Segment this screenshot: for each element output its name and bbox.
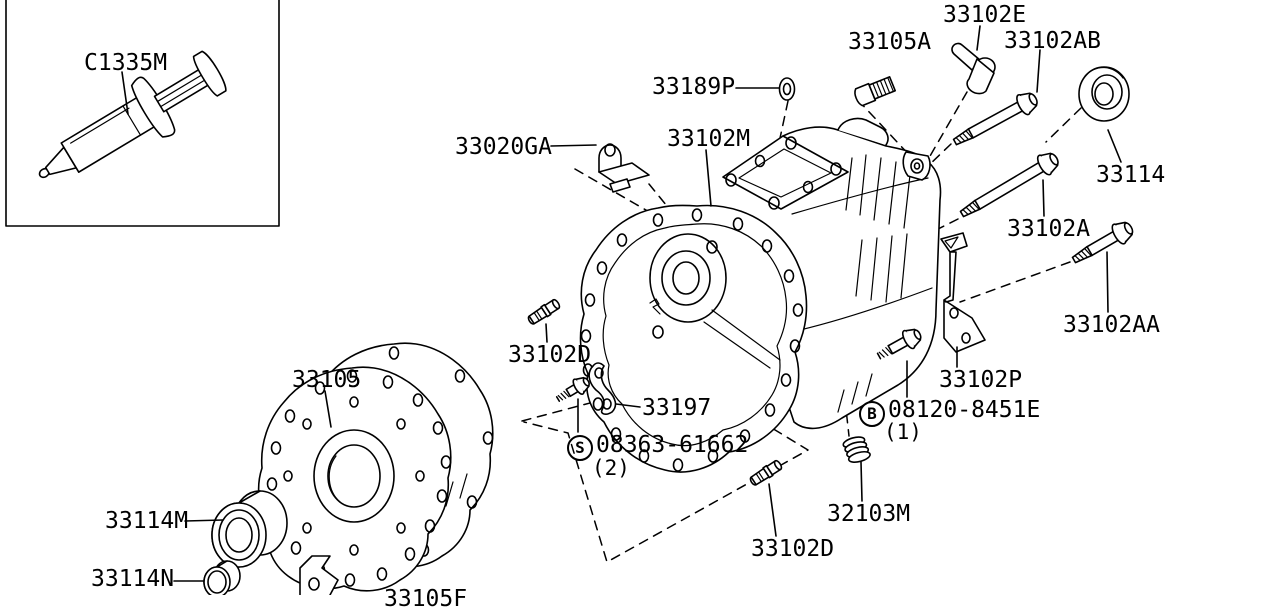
part-label-33114m: 33114M xyxy=(105,508,189,534)
bolt-33102a xyxy=(959,152,1059,218)
callout-text-screw-callout-s: 08363-61662 xyxy=(596,432,749,458)
part-label-33114: 33114 xyxy=(1096,162,1166,188)
seal-33114n xyxy=(203,560,241,595)
callout-text-bolt-callout-b: 08120-8451E xyxy=(888,397,1041,423)
callout-symbol-bolt-callout-b: B xyxy=(859,401,885,427)
seal-33114 xyxy=(1078,66,1130,122)
part-label-33189p: 33189P xyxy=(652,74,736,100)
part-label-33102m: 33102M xyxy=(667,126,751,152)
leader-lines xyxy=(121,25,1122,582)
callout-qty-screw-callout-s: (2) xyxy=(592,456,630,480)
part-label-33102aa: 33102AA xyxy=(1063,312,1160,338)
front-cover xyxy=(257,366,452,595)
stud-33102d-lower xyxy=(749,459,783,486)
bolt-33102aa xyxy=(1071,221,1134,264)
spring-32103m xyxy=(842,436,871,463)
part-label-33102a: 33102A xyxy=(1007,216,1091,242)
part-label-33102ab: 33102AB xyxy=(1004,28,1101,54)
part-label-33105: 33105 xyxy=(292,367,362,393)
part-label-33102d-upper: 33102D xyxy=(508,342,592,368)
bracket-33197 xyxy=(588,362,617,415)
filler-plug xyxy=(854,76,897,107)
inset-box xyxy=(5,0,280,227)
diagram-line-art xyxy=(5,0,1134,595)
part-label-33102p: 33102P xyxy=(939,367,1023,393)
part-label-33102e: 33102E xyxy=(943,2,1027,28)
parts-diagram-page: { "diagram": { "type": "exploded-parts-l… xyxy=(5,0,1166,611)
stud-33102d-upper xyxy=(527,298,561,325)
bolt-33102ab xyxy=(952,92,1038,146)
bracket-33020ga xyxy=(598,143,650,193)
part-label-c1335m: C1335M xyxy=(84,50,168,76)
bracket-33102p xyxy=(940,232,986,353)
part-label-32103m: 32103M xyxy=(827,501,911,527)
part-label-33105f-partial: 33105F xyxy=(384,586,468,612)
screw-08363-61662 xyxy=(555,376,590,402)
part-label-33020ga: 33020GA xyxy=(455,134,552,160)
part-label-33114n: 33114N xyxy=(91,566,175,592)
part-label-33105a: 33105A xyxy=(848,29,932,55)
grommet-33189p xyxy=(778,77,796,101)
callout-qty-bolt-callout-b: (1) xyxy=(884,420,922,444)
breather-elbow xyxy=(951,42,996,95)
seal-33114m xyxy=(211,490,288,568)
part-label-33197: 33197 xyxy=(642,395,712,421)
bolt-08120-8451e xyxy=(876,328,922,360)
sealant-syringe xyxy=(38,50,227,179)
part-label-33102d-lower: 33102D xyxy=(751,536,835,562)
callout-symbol-screw-callout-s: S xyxy=(567,435,593,461)
